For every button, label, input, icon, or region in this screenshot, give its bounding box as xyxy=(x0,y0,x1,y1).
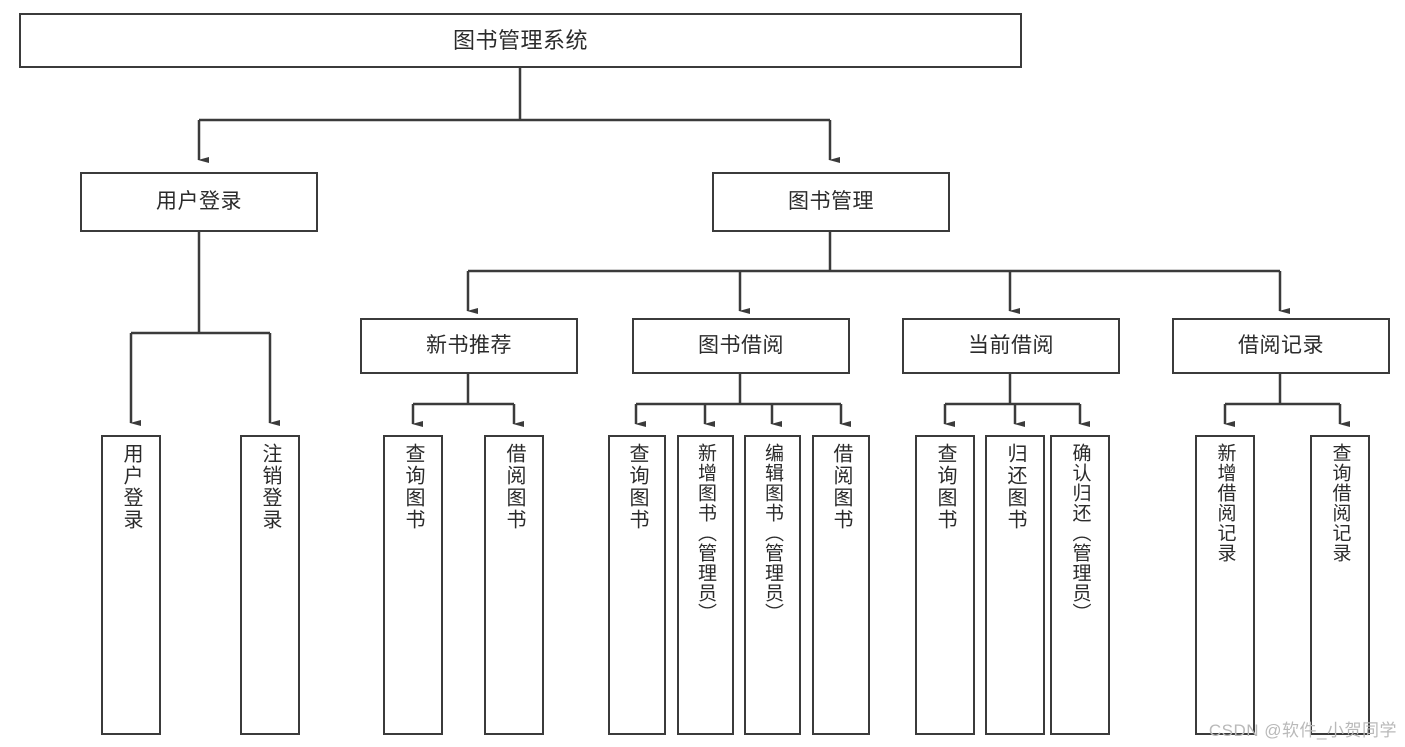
node-label: 用户登录 xyxy=(120,443,142,531)
node-label: 新书推荐 xyxy=(426,333,512,357)
node-new-book-recommend[interactable]: 新书推荐 xyxy=(360,318,578,374)
node-label: 归还图书 xyxy=(1004,443,1026,531)
node-label: 查询图书 xyxy=(626,443,648,531)
node-label: 查询图书 xyxy=(934,443,956,531)
leaf-confirm-return-admin[interactable]: 确认归还（管理员） xyxy=(1050,435,1110,735)
node-label: 借阅图书 xyxy=(503,443,525,531)
node-label: 查询图书 xyxy=(402,443,424,531)
node-label: 借阅图书 xyxy=(830,443,852,531)
node-root-system[interactable]: 图书管理系统 xyxy=(19,13,1022,68)
node-label: 图书管理 xyxy=(788,189,874,213)
node-label: 图书管理系统 xyxy=(452,27,588,53)
node-label: 确认归还（管理员） xyxy=(1069,443,1091,623)
node-current-borrow[interactable]: 当前借阅 xyxy=(902,318,1120,374)
node-book-borrow[interactable]: 图书借阅 xyxy=(632,318,850,374)
node-label: 借阅记录 xyxy=(1238,333,1324,357)
node-label: 当前借阅 xyxy=(968,333,1054,357)
node-label: 编辑图书（管理员） xyxy=(762,443,783,623)
node-label: 查询借阅记录 xyxy=(1329,443,1351,563)
leaf-add-borrow-record[interactable]: 新增借阅记录 xyxy=(1195,435,1255,735)
leaf-borrow-book-borrow[interactable]: 借阅图书 xyxy=(812,435,870,735)
leaf-logout-login[interactable]: 注销登录 xyxy=(240,435,300,735)
node-label: 图书借阅 xyxy=(698,333,784,357)
node-borrow-record[interactable]: 借阅记录 xyxy=(1172,318,1390,374)
leaf-edit-book-admin[interactable]: 编辑图书（管理员） xyxy=(744,435,801,735)
node-label: 用户登录 xyxy=(156,189,242,213)
leaf-return-book[interactable]: 归还图书 xyxy=(985,435,1045,735)
node-label: 新增借阅记录 xyxy=(1214,443,1236,563)
node-user-login[interactable]: 用户登录 xyxy=(80,172,318,232)
leaf-user-login[interactable]: 用户登录 xyxy=(101,435,161,735)
csdn-watermark: CSDN @软件_小贺同学 xyxy=(1208,721,1397,740)
leaf-query-borrow-record[interactable]: 查询借阅记录 xyxy=(1310,435,1370,735)
node-book-manage[interactable]: 图书管理 xyxy=(712,172,950,232)
node-label: 注销登录 xyxy=(259,443,281,531)
leaf-query-book-borrow[interactable]: 查询图书 xyxy=(608,435,666,735)
leaf-query-book-new-rec[interactable]: 查询图书 xyxy=(383,435,443,735)
leaf-borrow-book-new-rec[interactable]: 借阅图书 xyxy=(484,435,544,735)
leaf-query-book-current[interactable]: 查询图书 xyxy=(915,435,975,735)
leaf-add-book-admin[interactable]: 新增图书（管理员） xyxy=(677,435,734,735)
node-label: 新增图书（管理员） xyxy=(695,443,716,623)
